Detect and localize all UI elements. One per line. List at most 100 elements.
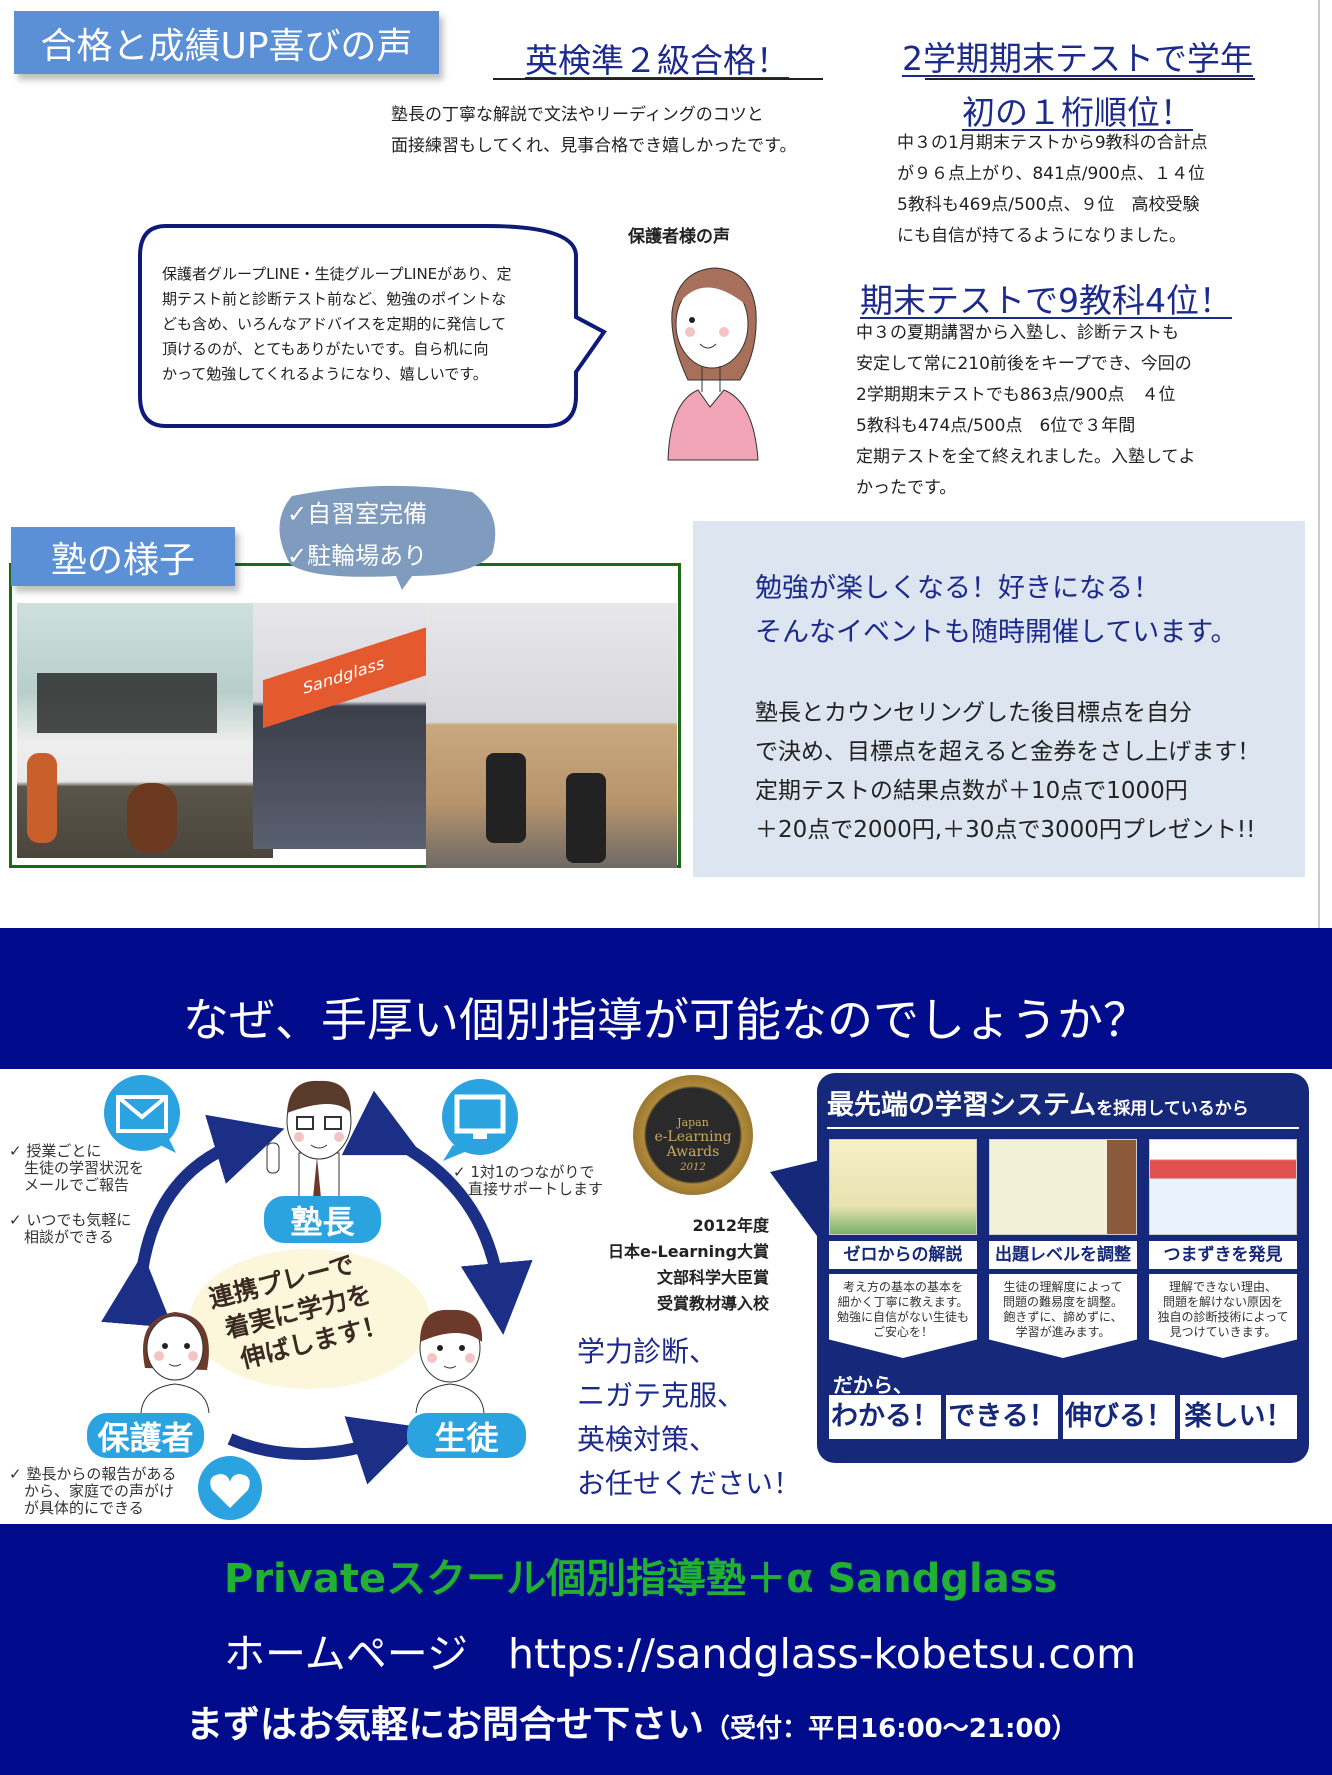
photo-storefront: Sandglass (253, 603, 431, 849)
text-line: 2学期期末テストでも863点/900点 ４位 (856, 385, 1176, 405)
text-line: から、家庭での声がけ (9, 1482, 175, 1500)
mail-bubble-icon (104, 1075, 180, 1153)
text-line: 勉強が楽しくなる！好きになる！ (755, 573, 1160, 604)
homepage-url[interactable]: https://sandglass-kobetsu.com (507, 1630, 1137, 1678)
relationship-arrows (101, 1090, 533, 1485)
panel-pointer (770, 1160, 820, 1240)
text-line: 塾長とカウンセリングした後目標点を自分 (755, 700, 1192, 726)
text-line: 生徒の学習状況を (9, 1159, 145, 1177)
system-subtitle: を採用しているから (1096, 1099, 1249, 1119)
text-line: ✓ 塾長からの報告がある (9, 1465, 177, 1483)
photo-classroom (17, 603, 273, 858)
text-line: 相談ができる (9, 1228, 114, 1246)
features-cloud (279, 485, 496, 590)
text-line: が９６点上がり、841点/900点、１４位 (897, 164, 1205, 184)
screenshot-thumbnail (989, 1139, 1137, 1235)
text-line: ニガテ克服、 (577, 1379, 746, 1412)
homepage-label: ホームページ (224, 1630, 468, 1678)
text-line: 保護者グループLINE・生徒グループLINEがあり、定 (162, 265, 512, 283)
footer: Privateスクール個別指導塾＋α Sandglass ホームページ https… (0, 1524, 1332, 1775)
contact-hours: （受付：平日16:00〜21:00） (704, 1714, 1078, 1744)
feature-desc: 理解できない理由、問題を解けない原因を独自の診断技術によって見つけていきます。 (1149, 1274, 1297, 1358)
text-line: 受賞教材導入校 (656, 1294, 769, 1313)
text-line: 期テスト前と診断テスト前など、勉強のポイントな (162, 290, 507, 308)
feature-item: ✓駐輪場あり (287, 542, 428, 570)
benefit-word: できる！ (946, 1395, 1058, 1439)
text-line: 学力診断、 (577, 1335, 718, 1368)
text-line: で決め、目標点を超えると金券をさし上げます！ (755, 739, 1261, 765)
contact-text: まずはお気軽にお問合せ下さい (186, 1703, 704, 1746)
speech-bubble (138, 224, 607, 428)
system-feature: 出題レベルを調整生徒の理解度によって問題の難易度を調整。飽きずに、諦めずに、学習… (989, 1139, 1137, 1358)
homepage-row: ホームページ https://sandglass-kobetsu.com (224, 1620, 1136, 1680)
why-title: なぜ、手厚い個別指導が可能なのでしょうか？ (183, 993, 1149, 1047)
role-parent: 保護者 (87, 1413, 204, 1458)
text-line: かって勉強してくれるようになり、嬉しいです。 (162, 365, 488, 383)
contact-row: まずはお気軽にお問合せ下さい（受付：平日16:00〜21:00） (186, 1694, 1078, 1748)
system-feature: ゼロからの解説考え方の基本の基本を細かく丁寧に教えます。勉強に自信がない生徒もご… (829, 1139, 977, 1358)
learning-system-panel: 最先端の学習システムを採用しているから ゼロからの解説考え方の基本の基本を細かく… (817, 1073, 1309, 1463)
benefit-word: 伸びる！ (1063, 1395, 1175, 1439)
heart-bubble-icon (198, 1456, 262, 1520)
divider (925, 78, 1255, 80)
text-line: そんなイベントも随時開催しています。 (755, 617, 1238, 648)
so-label: だから、 (833, 1373, 913, 1397)
text-line: ども含め、いろんなアドバイスを定期的に発信して (162, 315, 507, 333)
text-line: 文部科学大臣賞 (656, 1268, 769, 1287)
badge-text: Japan (677, 1116, 709, 1129)
rank1-heading-line2: 初の１桁順位！ (962, 93, 1193, 132)
text-line: 英検対策、 (577, 1423, 718, 1456)
feature-label: つまずきを発見 (1149, 1241, 1297, 1269)
text-line: にも自信が持てるようになりました。 (897, 226, 1186, 246)
services-list: 学力診断、 ニガテ克服、 英検対策、 お任せください！ (577, 1330, 801, 1506)
event-box: 勉強が楽しくなる！好きになる！ そんなイベントも随時開催しています。 塾長とカウ… (693, 521, 1305, 877)
feature-label: 出題レベルを調整 (989, 1241, 1137, 1269)
teacher-illustration (266, 1080, 352, 1198)
rank2-text: 中３の夏期講習から入塾し、診断テストも 安定して常に210前後をキープでき、今回… (856, 318, 1196, 504)
text-line: ✓ いつでも気軽に (9, 1211, 132, 1229)
divider (493, 78, 823, 80)
role-teacher: 塾長 (264, 1196, 381, 1243)
text-line: ✓ 1対1のつながりで (453, 1163, 595, 1181)
text-line: メールでご報告 (9, 1176, 130, 1194)
eiken-text: 塾長の丁寧な解説で文法やリーディングのコツと 面接練習もしてくれ、見事合格でき嬉… (391, 100, 796, 162)
text-line: 中３の夏期講習から入塾し、診断テストも (856, 323, 1179, 343)
feature-item: ✓自習室完備 (287, 500, 428, 528)
benefit-word: わかる！ (829, 1395, 941, 1439)
note-consult: ✓ いつでも気軽に 相談ができる (9, 1212, 131, 1246)
text-line: お任せください！ (577, 1467, 802, 1500)
eiken-heading: 英検準２級合格！ (525, 41, 789, 80)
note-home: ✓ 塾長からの報告がある から、家庭での声がけ が具体的にできる (9, 1466, 176, 1517)
role-student: 生徒 (407, 1413, 526, 1458)
text-line: 中３の1月期末テストから9教科の合計点 (897, 133, 1208, 153)
text-line: 定期テストを全て終えれました。入塾してよ (856, 447, 1196, 467)
parent-voice-text: 保護者グループLINE・生徒グループLINEがあり、定 期テスト前と診断テスト前… (162, 262, 512, 387)
note-mail-report: ✓ 授業ごとに 生徒の学習状況を メールでご報告 (9, 1143, 144, 1194)
voices-title: 合格と成績UP喜びの声 (14, 11, 439, 74)
benefit-word: 楽しい！ (1180, 1395, 1297, 1439)
rank1-heading-line1: 2学期期末テストで学年 (902, 39, 1253, 78)
badge-text: 2012 (680, 1162, 706, 1173)
right-divider-line (1318, 0, 1320, 928)
badge-text: Awards (666, 1144, 720, 1160)
why-band: なぜ、手厚い個別指導が可能なのでしょうか？ (0, 928, 1332, 1069)
text-line: 安定して常に210前後をキープでき、今回の (856, 354, 1192, 374)
note-support: ✓ 1対1のつながりで 直接サポートします (453, 1164, 603, 1198)
sign-text: Sandglass (263, 625, 431, 729)
text-line: が具体的にできる (9, 1499, 144, 1517)
student-illustration (415, 1309, 485, 1413)
screenshot-thumbnail (1149, 1139, 1297, 1235)
parent-illustration (140, 1312, 210, 1413)
screenshot-thumbnail (829, 1139, 977, 1235)
text-line: 日本e-Learning大賞 (608, 1242, 769, 1261)
monitor-bubble-icon (442, 1079, 518, 1161)
feature-desc: 考え方の基本の基本を細かく丁寧に教えます。勉強に自信がない生徒もご安心を！ (829, 1274, 977, 1358)
feature-desc: 生徒の理解度によって問題の難易度を調整。飽きずに、諦めずに、学習が進みます。 (989, 1274, 1137, 1358)
text-line: ✓ 授業ごとに (9, 1142, 102, 1160)
school-name: Privateスクール個別指導塾＋α Sandglass (224, 1556, 1058, 1602)
woman-illustration (667, 267, 759, 461)
text-line: 面接練習もしてくれ、見事合格でき嬉しかったです。 (391, 136, 797, 156)
award-medal: Japan e-Learning Awards 2012 (605, 1075, 781, 1205)
text-line: 直接サポートします (453, 1180, 604, 1198)
text-line: 定期テストの結果点数が＋10点で1000円 (755, 778, 1188, 804)
